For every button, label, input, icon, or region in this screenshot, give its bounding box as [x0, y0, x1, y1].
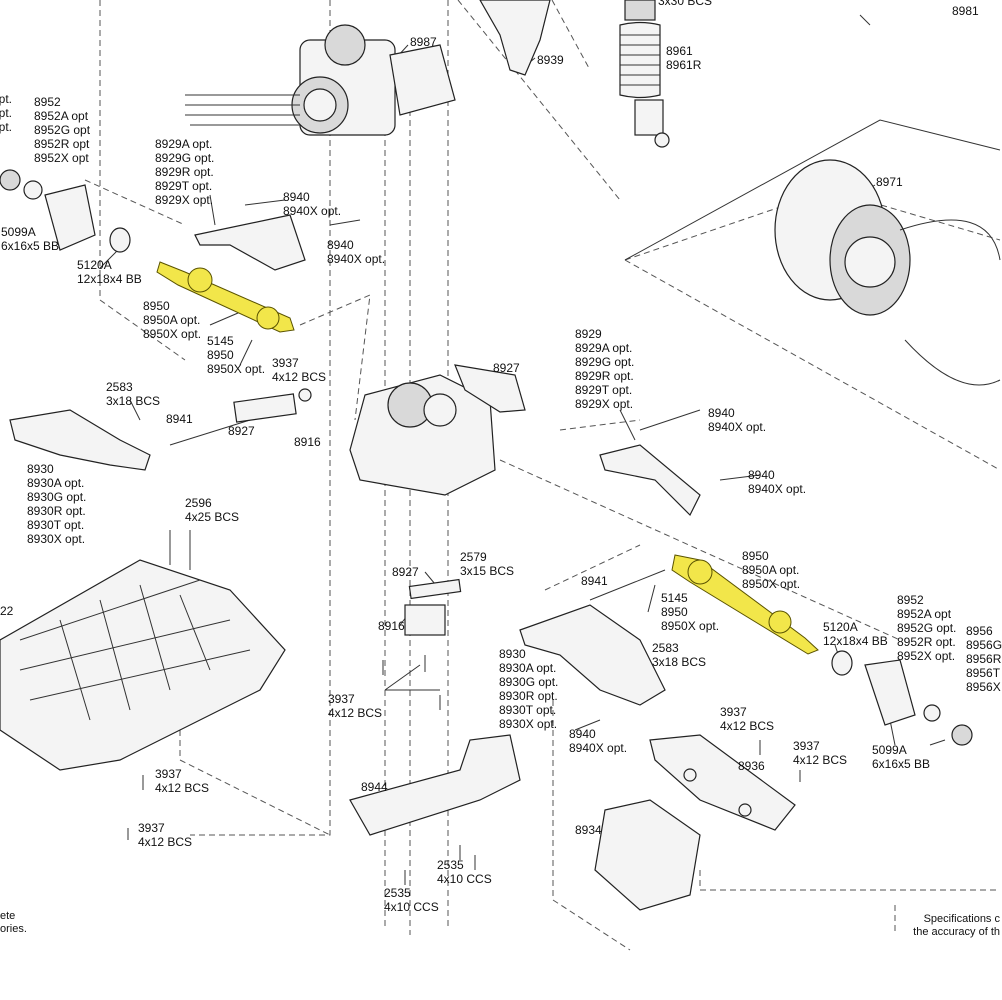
label-8941-right: 8941 — [581, 574, 608, 588]
label-8971: 8971 — [876, 175, 903, 189]
label-8929-upper: 8929A opt.8929G opt.8929R opt.8929T opt.… — [155, 137, 215, 207]
upper-arm-left — [194, 199, 361, 271]
label-3x30: 3x30 BCS — [658, 0, 713, 8]
wheel-assembly — [624, 119, 1001, 386]
label-8939: 8939 — [537, 53, 564, 67]
center-bulkhead — [404, 578, 462, 636]
skid-plate — [349, 734, 521, 836]
left-hub-carrier — [0, 169, 131, 253]
label-8934: 8934 — [575, 823, 602, 837]
label-8927-top: 8927 — [493, 361, 520, 375]
lower-arm-left — [9, 388, 312, 471]
lower-arm-right — [519, 569, 666, 706]
label-8916-left: 8916 — [294, 435, 321, 449]
label-8981: 8981 — [952, 4, 979, 18]
label-8927-low: 8927 — [392, 565, 419, 579]
motor-assembly — [185, 24, 456, 136]
label-8944: 8944 — [361, 780, 388, 794]
right-hub-carrier — [831, 650, 973, 746]
label-8936: 8936 — [738, 759, 765, 773]
assembly-guides — [84, 0, 1001, 951]
driveshaft-right-highlighted — [671, 554, 819, 655]
screws — [127, 655, 946, 885]
label-left-edge-opts: opt.opt.opt. — [0, 92, 13, 134]
label-8927-mid: 8927 — [228, 424, 255, 438]
label-22: 22 — [0, 604, 14, 618]
driveshaft-left-highlighted — [156, 261, 295, 333]
label-8916-low: 8916 — [378, 619, 405, 633]
shock-assembly — [619, 0, 670, 148]
label-8941-left: 8941 — [166, 412, 193, 426]
upper-arm-right — [599, 409, 761, 517]
label-8987: 8987 — [410, 35, 437, 49]
bumper-mount — [649, 734, 796, 831]
part-8939 — [479, 0, 551, 76]
transmission-housing — [349, 364, 526, 496]
bumper — [594, 799, 701, 911]
chassis-tub — [0, 530, 286, 771]
